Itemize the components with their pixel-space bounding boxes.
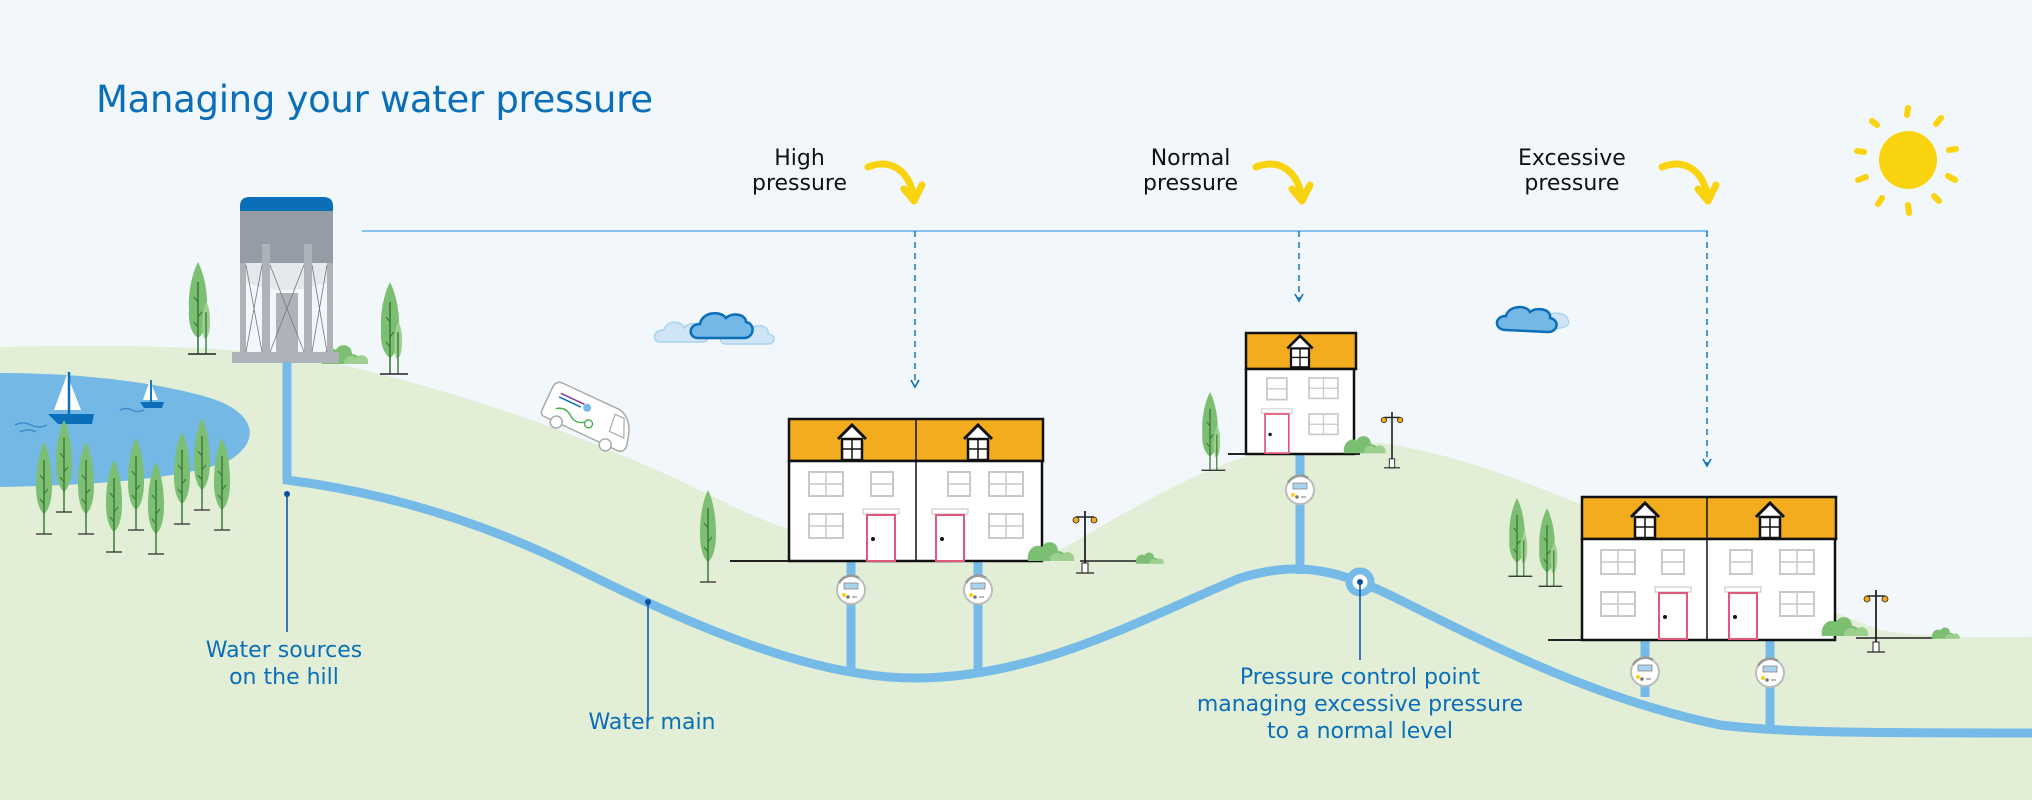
- excessive-pressure-label: Excessive pressure: [1518, 146, 1626, 196]
- tree-icon: [1200, 391, 1226, 471]
- sun-icon: [1854, 105, 1959, 216]
- page-title: Managing your water pressure: [96, 78, 653, 121]
- tree-icon: [379, 281, 409, 375]
- water-main-pipe: [282, 362, 2032, 738]
- sailboat-icon: [48, 372, 94, 424]
- water-meter-icon: [962, 574, 994, 606]
- water-meter-icon: [1629, 656, 1661, 688]
- water-tower-icon: [232, 197, 339, 363]
- control-point-callout: Pressure control point managing excessiv…: [1196, 665, 1524, 744]
- house-icon: [1548, 495, 1838, 642]
- water-meter-icon: [1754, 657, 1786, 689]
- house-icon: [730, 417, 1045, 563]
- bush-icon: [1931, 627, 1960, 639]
- curved-arrow-icon: [1256, 164, 1310, 201]
- curved-arrow-icon: [1662, 164, 1716, 201]
- water-meter-icon: [835, 574, 867, 606]
- water-sources-callout: Water sources on the hill: [205, 638, 363, 690]
- normal-pressure-label: Normal pressure: [1143, 146, 1239, 196]
- curved-arrow-icon: [868, 164, 922, 201]
- cloud-icon: [1495, 305, 1570, 334]
- sailboat-icon: [140, 380, 164, 408]
- house-icon: [1228, 331, 1360, 456]
- pressure-control-point-icon: [1345, 567, 1375, 660]
- water-meter-icon: [1284, 474, 1316, 506]
- water-main-callout: Water main: [588, 710, 716, 735]
- tree-icon: [187, 261, 217, 355]
- van-icon: [540, 381, 630, 453]
- cloud-icon: [653, 311, 775, 345]
- hillside: [0, 345, 2032, 800]
- high-pressure-label: High pressure: [752, 146, 848, 196]
